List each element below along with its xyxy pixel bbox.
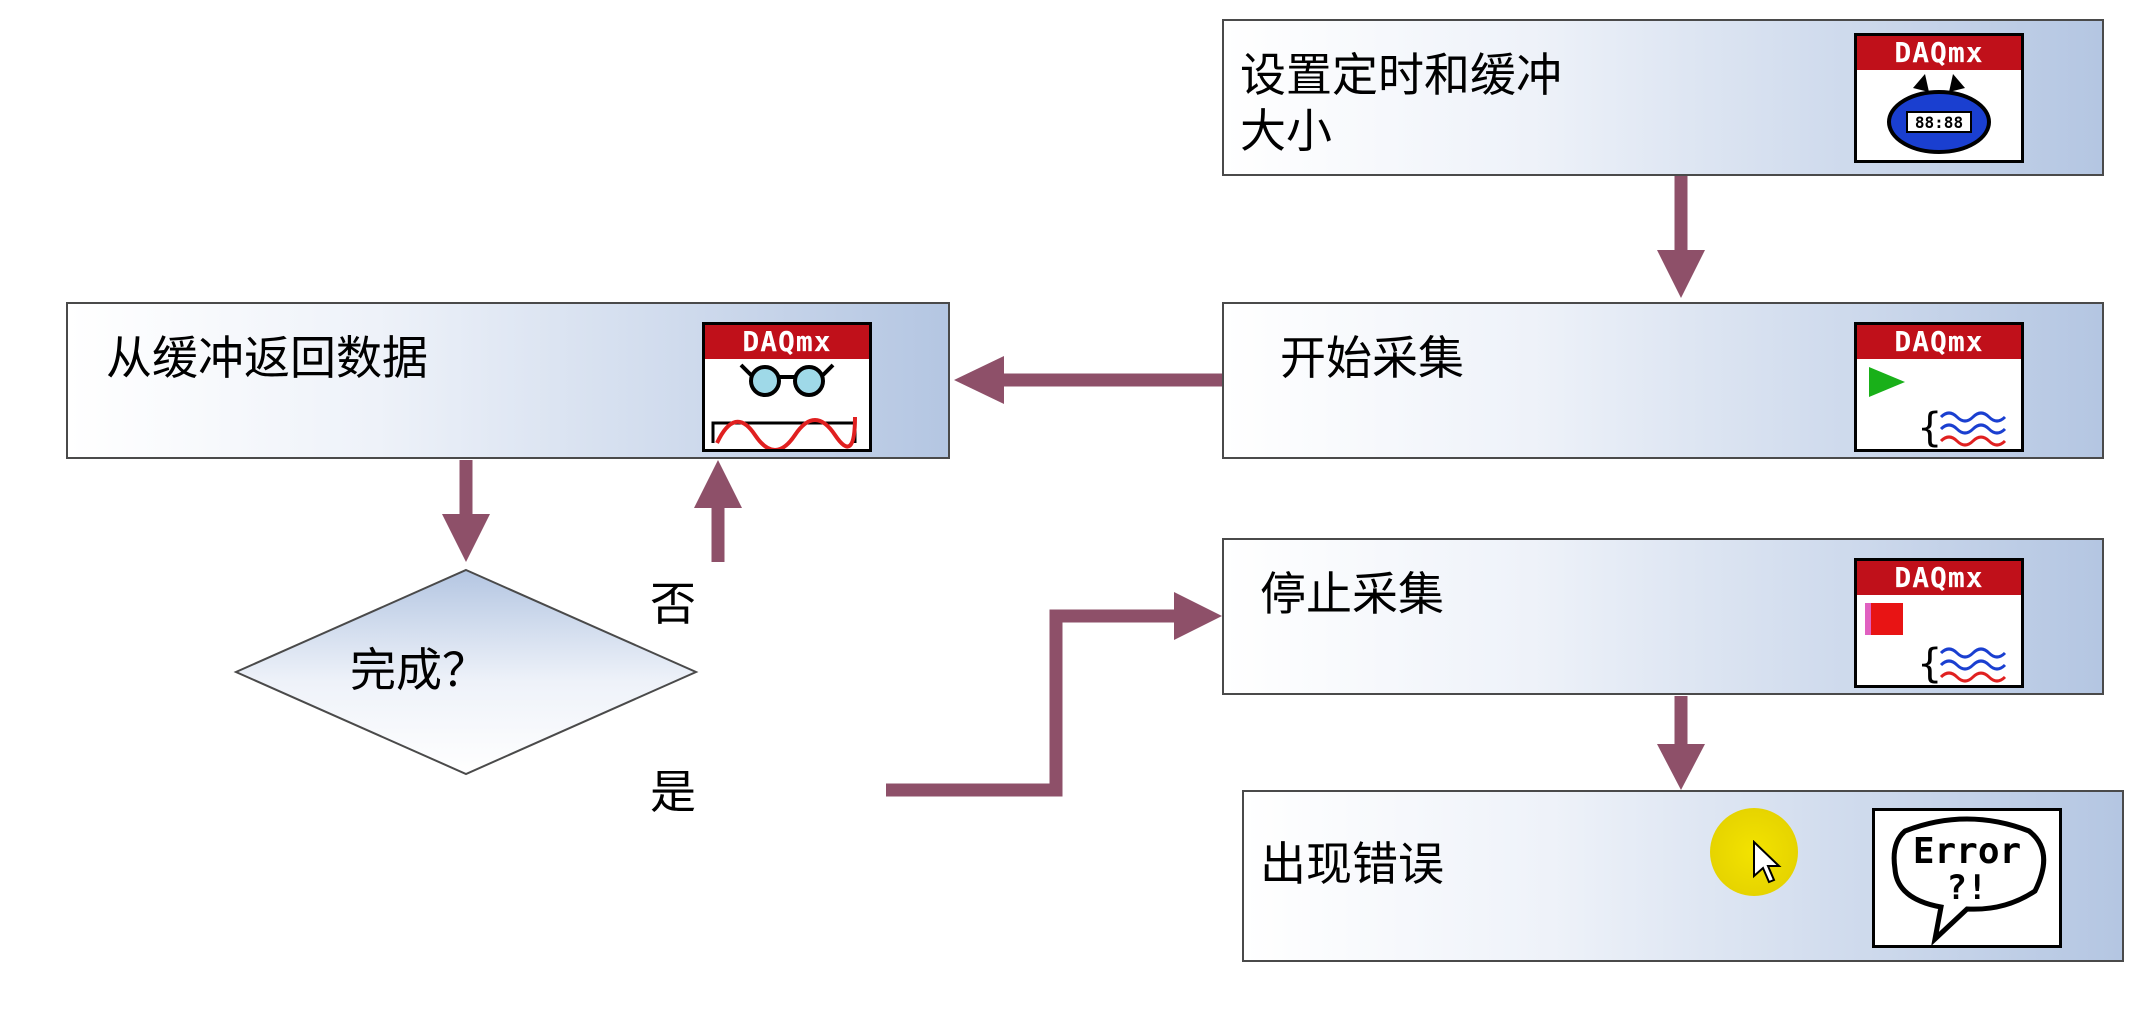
node-start-acquisition-label: 开始采集 <box>1280 331 1464 385</box>
arrow-timing-to-start <box>1657 176 1705 298</box>
daqmx-start-icon: DAQmx { <box>1854 322 2024 452</box>
edge-label-yes: 是 <box>650 765 696 819</box>
error-bubble-icon: Error ?! <box>1872 808 2062 948</box>
node-error: 出现错误 Error ?! <box>1242 790 2124 962</box>
node-stop-acquisition-label: 停止采集 <box>1260 567 1444 621</box>
svg-text:Error: Error <box>1913 831 2021 872</box>
svg-text:88:88: 88:88 <box>1915 113 1963 132</box>
svg-text:{: { <box>1917 641 1942 685</box>
decision-diamond <box>233 568 699 776</box>
arrow-yes-to-stop <box>886 592 1222 797</box>
svg-text:{: { <box>1917 405 1942 449</box>
daqmx-read-icon: DAQmx <box>702 322 872 452</box>
node-set-timing: 设置定时和缓冲 大小 DAQmx 88:88 <box>1222 19 2104 176</box>
svg-text:?!: ?! <box>1947 868 1988 908</box>
node-start-acquisition: 开始采集 DAQmx { <box>1222 302 2104 459</box>
arrow-no-back-to-read <box>694 460 742 562</box>
node-read-buffer-label: 从缓冲返回数据 <box>106 331 428 385</box>
daqmx-timing-icon: DAQmx 88:88 <box>1854 33 2024 163</box>
daqmx-stop-icon: DAQmx { <box>1854 558 2024 688</box>
node-error-label: 出现错误 <box>1260 837 1444 891</box>
node-set-timing-label: 设置定时和缓冲 大小 <box>1240 48 1562 158</box>
node-read-buffer: 从缓冲返回数据 DAQmx <box>66 302 950 459</box>
arrow-start-to-read <box>954 356 1222 404</box>
mouse-pointer-icon <box>1753 840 1782 884</box>
arrow-stop-to-error <box>1657 696 1705 790</box>
arrow-read-to-decision <box>442 460 490 562</box>
node-stop-acquisition: 停止采集 DAQmx { <box>1222 538 2104 695</box>
decision-label: 完成？ <box>350 643 488 697</box>
edge-label-no: 否 <box>650 577 696 631</box>
